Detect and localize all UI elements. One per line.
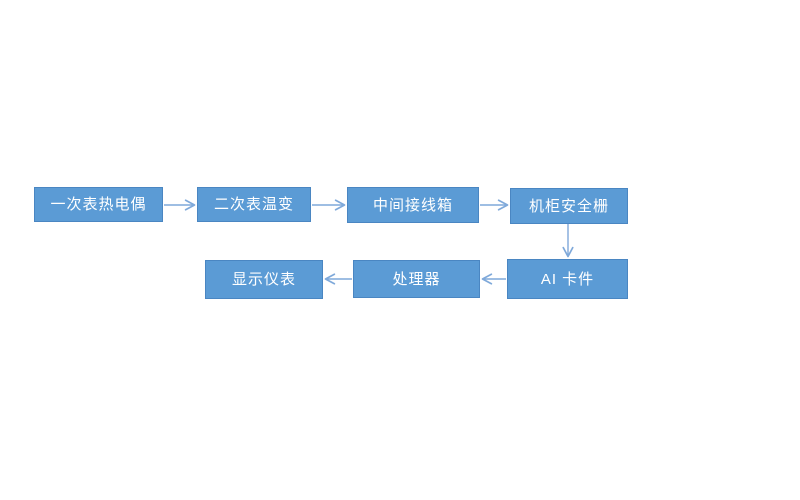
node-processor: 处理器 (353, 260, 480, 298)
node-secondary-transmitter: 二次表温变 (197, 187, 311, 222)
node-safety-barrier: 机柜安全栅 (510, 188, 628, 224)
node-primary-thermocouple: 一次表热电偶 (34, 187, 163, 222)
node-junction-box: 中间接线箱 (347, 187, 479, 223)
node-display-instrument: 显示仪表 (205, 260, 323, 299)
node-display-instrument-label: 显示仪表 (231, 271, 296, 288)
node-junction-box-label: 中间接线箱 (372, 196, 453, 214)
node-safety-barrier-label: 机柜安全栅 (528, 197, 609, 215)
node-primary-thermocouple-label: 一次表热电偶 (50, 196, 147, 213)
node-ai-card-label: AI 卡件 (540, 270, 595, 288)
node-ai-card: AI 卡件 (507, 259, 628, 299)
node-secondary-transmitter-label: 二次表温变 (213, 196, 294, 213)
node-processor-label: 处理器 (392, 270, 441, 288)
